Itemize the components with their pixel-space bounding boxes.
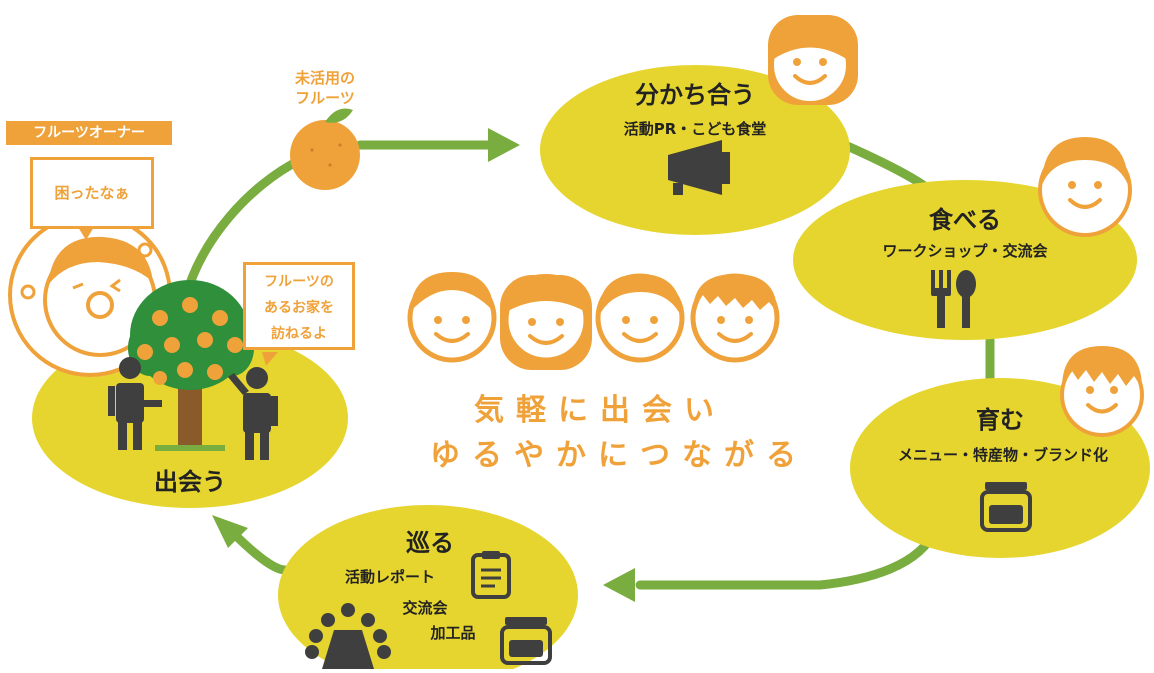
owner-tag: フルーツオーナー [6,121,172,145]
visitor-speech-line2: あるお家を [264,300,334,316]
owner-speech-text: 困ったなぁ [54,184,130,202]
slogan-line2: ゆるやかにつながる [430,438,808,473]
stage-eat-title: 食べる [929,206,1001,234]
arrowhead-share [488,128,520,162]
clipboard-icon [471,551,511,599]
arrow-path-grow-to-tour [635,525,940,590]
visitor-speech-line3: 訪ねるよ [271,326,327,342]
jar-icon [980,482,1032,532]
stage-eat-subtitle: ワークショップ・交流会 [882,242,1048,260]
arrowhead-tour [603,568,635,602]
child-face-icon [1060,346,1144,437]
jar-icon [500,617,552,665]
meeting-icon [305,603,391,669]
stage-tour-item: 交流会 [402,599,448,617]
arrowhead-meet [212,515,248,548]
arrow-path-meet-to-fruit [180,155,305,305]
owner-speech-bubble: 困ったなぁ [30,157,154,229]
fruit-label-line2: フルーツ [295,89,355,107]
fruit-label: 未活用の フルーツ [270,68,380,108]
orange-tree-icon [128,280,254,451]
megaphone-icon [668,140,730,195]
visitor-figures-icon [108,357,278,460]
owner-bubble-tail [78,227,94,240]
stage-tour-title: 巡る [406,529,454,557]
fruit-label-line1: 未活用の [294,69,355,87]
visitor-bubble-tail [262,352,278,366]
stage-grow-title: 育む [976,406,1024,434]
stage-share-subtitle: 活動PR・こども食堂 [623,120,767,138]
slogan-line1: 気軽に出会い [474,393,726,428]
stage-grow-subtitle: メニュー・特産物・ブランド化 [897,446,1108,464]
visitor-speech-bubble: フルーツの あるお家を 訪ねるよ [243,262,355,350]
stage-meet-title: 出会う [154,468,226,496]
central-faces-icon [407,272,780,370]
stage-share-title: 分かち合う [635,81,755,109]
orange-fruit-icon [290,108,360,190]
fork-spoon-icon [931,270,976,328]
visitor-speech-line1: フルーツの [264,274,334,290]
child-face-icon [1038,137,1132,237]
stage-tour-item: 加工品 [430,624,476,642]
stage-tour-item: 活動レポート [344,568,435,586]
child-face-icon [768,15,858,105]
